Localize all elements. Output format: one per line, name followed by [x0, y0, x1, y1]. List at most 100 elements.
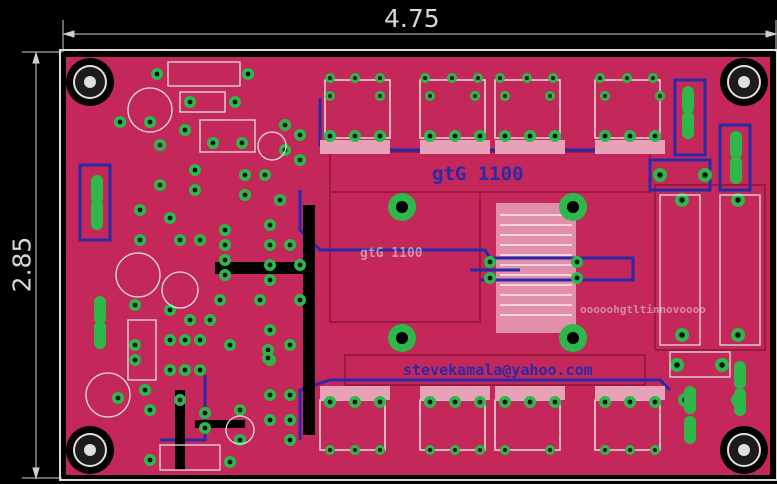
pad-hole: [450, 76, 454, 80]
component-pads: [91, 68, 746, 468]
pad-hole: [265, 355, 271, 361]
oval-pad: [684, 386, 696, 414]
pad-hole: [167, 307, 173, 313]
pad-hole: [487, 259, 493, 265]
pad-hole: [602, 133, 608, 139]
pad-hole: [117, 119, 123, 125]
board-width-dimension: 4.75: [384, 4, 440, 33]
oval-pad: [682, 111, 694, 139]
pad-hole: [452, 399, 458, 405]
pad-hole: [227, 459, 233, 465]
oval-pad: [94, 321, 106, 349]
transformer-body: [496, 203, 576, 333]
pad-hole: [182, 337, 188, 343]
pad-hole: [222, 272, 228, 278]
pad-hole: [287, 342, 293, 348]
pad-hole: [352, 399, 358, 405]
pad-hole: [657, 172, 663, 178]
board-title: gtG 1100: [432, 163, 524, 185]
pad-hole: [147, 119, 153, 125]
oval-pad: [734, 388, 746, 416]
pad-hole: [197, 337, 203, 343]
pad-hole: [378, 76, 382, 80]
pad-hole: [132, 302, 138, 308]
pad-hole: [652, 133, 658, 139]
pad-hole: [217, 297, 223, 303]
pad-hole: [353, 76, 357, 80]
pad-hole: [222, 257, 228, 263]
pad-hole: [498, 76, 502, 80]
pad-hole: [187, 317, 193, 323]
pad-hole: [603, 448, 607, 452]
pad-hole: [477, 399, 483, 405]
pad-hole: [157, 182, 163, 188]
pad-hole: [267, 222, 273, 228]
pad-hole: [552, 133, 558, 139]
pad-hole: [267, 327, 273, 333]
pad-hole: [297, 262, 303, 268]
pad-hole: [551, 76, 555, 80]
pad-hole: [245, 71, 251, 77]
pad-hole: [527, 399, 533, 405]
pad-hole: [147, 407, 153, 413]
pad-hole: [182, 127, 188, 133]
pad-hole: [197, 237, 203, 243]
pad-hole: [177, 237, 183, 243]
oval-pad: [734, 361, 746, 389]
pad-hole: [257, 297, 263, 303]
pad-hole: [267, 392, 273, 398]
pad-hole: [297, 297, 303, 303]
board-title-inner: gtG 1100: [360, 246, 423, 261]
pad-hole: [328, 448, 332, 452]
pad-hole: [653, 448, 657, 452]
pad-hole: [297, 132, 303, 138]
pad-hole: [628, 448, 632, 452]
pad-hole: [287, 242, 293, 248]
pad-hole: [574, 259, 580, 265]
pad-hole: [232, 99, 238, 105]
copper-pour: [66, 57, 770, 475]
pad-hole: [427, 399, 433, 405]
pad-hole: [222, 242, 228, 248]
pad-hole: [674, 362, 680, 368]
pad-hole: [574, 275, 580, 281]
pad-hole: [287, 417, 293, 423]
pad-hole: [719, 362, 725, 368]
pad-hole: [378, 94, 382, 98]
pad-hole: [154, 71, 160, 77]
pad-hole: [210, 140, 216, 146]
pad-hole: [327, 399, 333, 405]
pad-hole: [157, 142, 163, 148]
pad-hole: [142, 387, 148, 393]
pad-hole: [502, 399, 508, 405]
mounting-holes: [66, 58, 768, 474]
pad-hole: [287, 392, 293, 398]
pad-hole: [378, 448, 382, 452]
oval-pad: [730, 156, 742, 184]
pad-hole: [377, 399, 383, 405]
pad-hole: [262, 172, 268, 178]
oval-pad: [682, 86, 694, 114]
pad-hole: [187, 99, 193, 105]
pad-hole: [603, 94, 607, 98]
pad-hole: [503, 94, 507, 98]
large-vias: [388, 193, 587, 352]
pad-hole: [452, 133, 458, 139]
pad-hole: [525, 76, 529, 80]
pad-hole: [167, 337, 173, 343]
top-mosfet-row: [320, 79, 665, 154]
pad-hole: [702, 172, 708, 178]
pad-hole: [658, 94, 662, 98]
pad-hole: [602, 399, 608, 405]
pad-hole: [132, 342, 138, 348]
pad-hole: [147, 457, 153, 463]
oval-pad: [94, 296, 106, 324]
pad-hole: [202, 425, 208, 431]
pad-hole: [182, 367, 188, 373]
pad-hole: [242, 172, 248, 178]
pad-hole: [277, 197, 283, 203]
pad-hole: [625, 76, 629, 80]
pad-hole: [132, 357, 138, 363]
pad-hole: [192, 167, 198, 173]
